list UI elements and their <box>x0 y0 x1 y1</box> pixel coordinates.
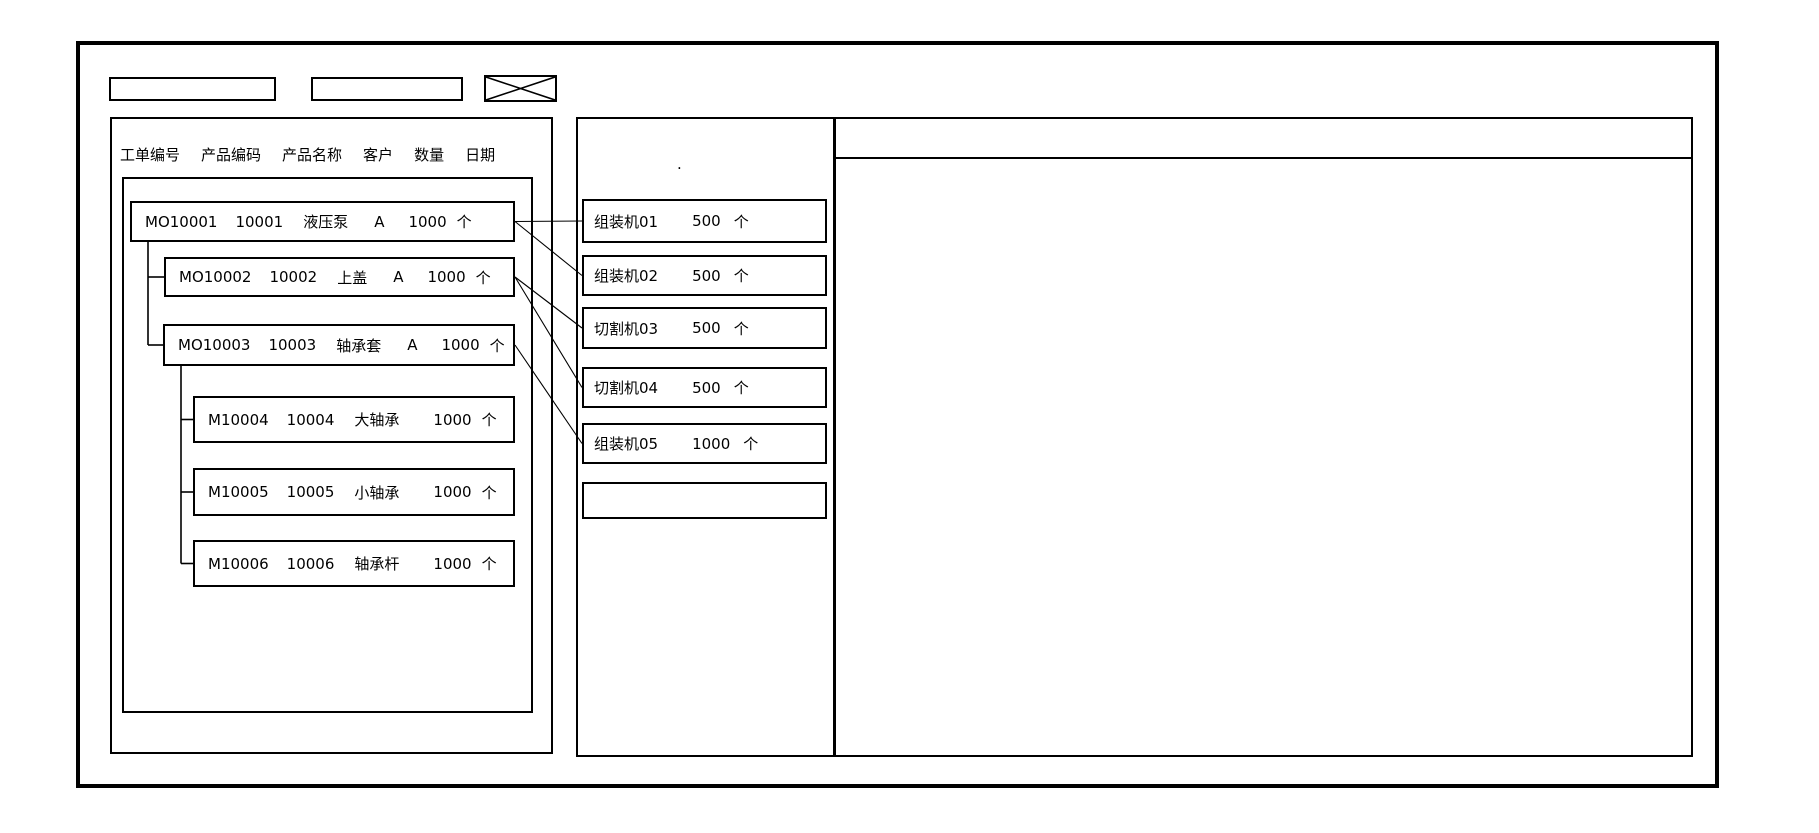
machine-card-02[interactable]: 组装机02 500 个 <box>582 255 827 296</box>
customer: A <box>374 212 385 231</box>
machine-name: 组装机01 <box>594 212 659 231</box>
unit: 个 <box>481 483 497 502</box>
machine-name: 组装机02 <box>594 267 659 285</box>
column-header-order-no: 工单编号 <box>120 146 181 164</box>
product-code: 10003 <box>268 336 317 354</box>
unit: 个 <box>743 435 759 453</box>
unit: 个 <box>733 379 749 397</box>
work-order-node-m10006[interactable]: M10006 10006 轴承杆 1000 个 <box>193 540 515 587</box>
work-order-node-mo10003[interactable]: MO10003 10003 轴承套 A 1000 个 <box>163 324 515 366</box>
unit: 个 <box>481 411 497 429</box>
unit: 个 <box>733 319 749 338</box>
product-name: 小轴承 <box>354 483 400 502</box>
customer: A <box>407 336 418 354</box>
machine-qty: 500 <box>692 319 721 337</box>
work-order-node-m10005[interactable]: M10005 10005 小轴承 1000 个 <box>193 468 515 516</box>
unit: 个 <box>456 213 472 231</box>
column-header-qty: 数量 <box>414 146 445 164</box>
quantity: 1000 <box>427 268 466 286</box>
unit: 个 <box>733 212 749 231</box>
toolbar-field-2[interactable] <box>311 77 463 101</box>
machine-card-01[interactable]: 组装机01 500 个 <box>582 199 827 243</box>
unit: 个 <box>475 268 491 287</box>
quantity: 1000 <box>433 410 472 429</box>
machine-qty: 500 <box>692 266 721 285</box>
column-header-date: 日期 <box>465 146 496 164</box>
column-header-row: 工单编号 产品编码 产品名称 客户 数量 日期 <box>120 144 495 165</box>
product-code: 10004 <box>286 410 335 429</box>
product-name: 大轴承 <box>354 411 400 429</box>
order-no: MO10001 <box>145 212 218 231</box>
quantity: 1000 <box>433 483 472 501</box>
machine-qty: 1000 <box>692 434 731 453</box>
customer: A <box>393 268 404 286</box>
image-placeholder[interactable] <box>484 75 557 102</box>
unit: 个 <box>733 267 749 285</box>
product-name: 轴承杆 <box>354 555 400 573</box>
quantity: 1000 <box>408 212 447 231</box>
order-no: M10004 <box>208 410 269 429</box>
work-order-node-mo10002[interactable]: MO10002 10002 上盖 A 1000 个 <box>164 257 515 297</box>
machine-card-04[interactable]: 切割机04 500 个 <box>582 367 827 408</box>
detail-panel-header <box>836 119 1691 159</box>
unit: 个 <box>489 336 505 355</box>
machine-card-empty[interactable] <box>582 482 827 519</box>
product-code: 10002 <box>269 268 318 286</box>
stray-period: . <box>677 155 682 173</box>
machine-name: 切割机04 <box>594 379 659 397</box>
toolbar-field-1[interactable] <box>109 77 276 101</box>
order-no: M10006 <box>208 554 269 573</box>
product-code: 10006 <box>286 554 335 573</box>
quantity: 1000 <box>441 336 480 354</box>
unit: 个 <box>481 555 497 573</box>
column-header-customer: 客户 <box>363 146 394 164</box>
machine-card-05[interactable]: 组装机05 1000 个 <box>582 423 827 464</box>
product-code: 10001 <box>235 212 284 231</box>
order-no: MO10003 <box>178 336 251 354</box>
machine-qty: 500 <box>692 212 721 230</box>
order-no: MO10002 <box>179 268 252 286</box>
column-header-product-code: 产品编码 <box>201 146 262 164</box>
product-name: 液压泵 <box>303 213 349 231</box>
machine-name: 组装机05 <box>594 435 659 453</box>
machine-card-03[interactable]: 切割机03 500 个 <box>582 307 827 349</box>
quantity: 1000 <box>433 554 472 573</box>
order-no: M10005 <box>208 483 269 501</box>
machine-name: 切割机03 <box>594 319 659 338</box>
x-icon <box>486 77 555 100</box>
product-name: 上盖 <box>337 268 368 287</box>
product-code: 10005 <box>286 483 335 501</box>
work-order-node-m10004[interactable]: M10004 10004 大轴承 1000 个 <box>193 396 515 443</box>
product-name: 轴承套 <box>336 336 382 355</box>
work-order-node-mo10001[interactable]: MO10001 10001 液压泵 A 1000 个 <box>130 201 515 242</box>
column-header-product-name: 产品名称 <box>282 146 343 164</box>
detail-panel <box>834 117 1693 757</box>
machine-qty: 500 <box>692 378 721 397</box>
